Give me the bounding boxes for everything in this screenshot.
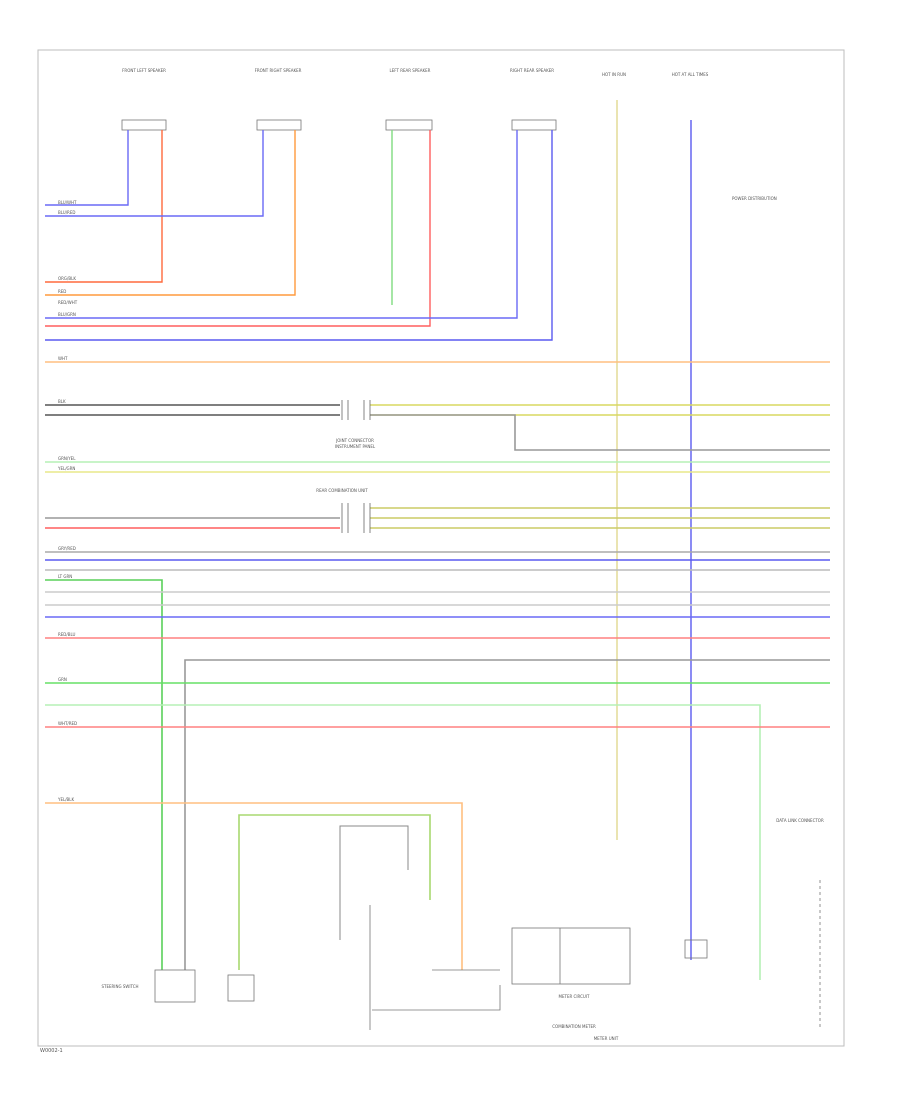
lbl-grn-yel: GRN/YEL bbox=[58, 456, 76, 461]
top-component-labels: FRONT LEFT SPEAKER FRONT RIGHT SPEAKER L… bbox=[122, 68, 777, 201]
splice-1 bbox=[341, 400, 371, 420]
hot-at-all-times-label: HOT AT ALL TIMES bbox=[672, 72, 709, 77]
lbl-red: RED bbox=[58, 289, 66, 294]
front-left-speaker-connector bbox=[121, 119, 167, 131]
wire-fr-org bbox=[45, 130, 296, 296]
speaker-connectors bbox=[121, 119, 557, 131]
wire-rl-red bbox=[45, 130, 431, 327]
lbl-grn: GRN bbox=[58, 677, 67, 682]
combination-meter-label: COMBINATION METER bbox=[552, 1024, 596, 1029]
left-wire-labels: BLU/WHT BLU/RED ORG/BLK RED RED/WHT BLU/… bbox=[57, 200, 78, 802]
rear-combination-label: REAR COMBINATION UNIT bbox=[316, 488, 368, 493]
rear-right-speaker-connector bbox=[511, 119, 557, 131]
joint-connector-label: JOINT CONNECTOR bbox=[335, 438, 374, 443]
lbl-lt-grn: LT GRN bbox=[58, 574, 72, 579]
data-link-label: DATA LINK CONNECTOR bbox=[776, 818, 824, 823]
wire-fl-red bbox=[45, 130, 163, 283]
front-left-speaker-label: FRONT LEFT SPEAKER bbox=[122, 68, 166, 73]
lbl-blk: BLK bbox=[58, 399, 66, 404]
bus-lt-grn-drop bbox=[45, 579, 163, 970]
lbl-wht-red: WHT/RED bbox=[58, 721, 77, 726]
meter-unit-label: METER UNIT bbox=[594, 1036, 619, 1041]
steering-switch-label: STEERING SWITCH bbox=[101, 984, 138, 989]
sensor-box bbox=[227, 974, 255, 1002]
rear-left-speaker-label: LEFT REAR SPEAKER bbox=[390, 68, 431, 73]
bus-wires bbox=[45, 361, 830, 980]
lbl-blu-grn: BLU/GRN bbox=[58, 312, 76, 317]
wire-rr-blu bbox=[45, 130, 518, 319]
lbl-red-blu: RED/BLU bbox=[58, 632, 76, 637]
bus-org-drop bbox=[45, 802, 463, 970]
meter-circuit-box bbox=[511, 927, 631, 985]
lbl-yel-grn: YEL/GRN bbox=[57, 466, 75, 471]
meter-circuit-label: METER CIRCUIT bbox=[559, 994, 590, 999]
bottom-bracket bbox=[372, 985, 501, 1011]
bus-pale-grn bbox=[45, 704, 761, 980]
bus-gry bbox=[370, 414, 830, 451]
lbl-gry-red: GRY/RED bbox=[58, 546, 76, 551]
bus-yel-grn-drop bbox=[238, 814, 431, 970]
instrument-panel-label: INSTRUMENT PANEL bbox=[335, 444, 376, 449]
diagram-frame bbox=[37, 49, 845, 1047]
bus-gry-drop bbox=[184, 659, 830, 970]
rear-right-speaker-label: RIGHT REAR SPEAKER bbox=[510, 68, 554, 73]
splice-symbols bbox=[341, 400, 371, 533]
footer-code: W0002-1 bbox=[40, 1048, 63, 1054]
front-right-speaker-label: FRONT RIGHT SPEAKER bbox=[255, 68, 302, 73]
power-distribution-label: POWER DISTRIBUTION bbox=[732, 196, 777, 201]
bottom-components bbox=[154, 880, 821, 1030]
wire-fl-blu bbox=[45, 130, 129, 206]
front-right-speaker-connector bbox=[256, 119, 302, 131]
bus-gry-box bbox=[339, 825, 409, 940]
lbl-blu-wht: BLU/WHT bbox=[58, 200, 77, 205]
lbl-red-wht: RED/WHT bbox=[58, 300, 78, 305]
splice-2 bbox=[341, 503, 371, 533]
wire-fr-blu bbox=[45, 130, 264, 217]
meter-unit-box bbox=[684, 939, 708, 959]
wire-rr-blu2 bbox=[45, 130, 553, 341]
lbl-yel-blk: YEL/BLK bbox=[57, 797, 75, 802]
hot-in-run-label: HOT IN RUN bbox=[602, 72, 626, 77]
vertical-wires bbox=[45, 100, 692, 960]
lbl-wht: WHT bbox=[58, 356, 68, 361]
lbl-blu-red: BLU/RED bbox=[58, 210, 75, 215]
lbl-org-blk: ORG/BLK bbox=[58, 276, 76, 281]
rear-left-speaker-connector bbox=[385, 119, 433, 131]
steering-switch-box bbox=[154, 969, 196, 1003]
